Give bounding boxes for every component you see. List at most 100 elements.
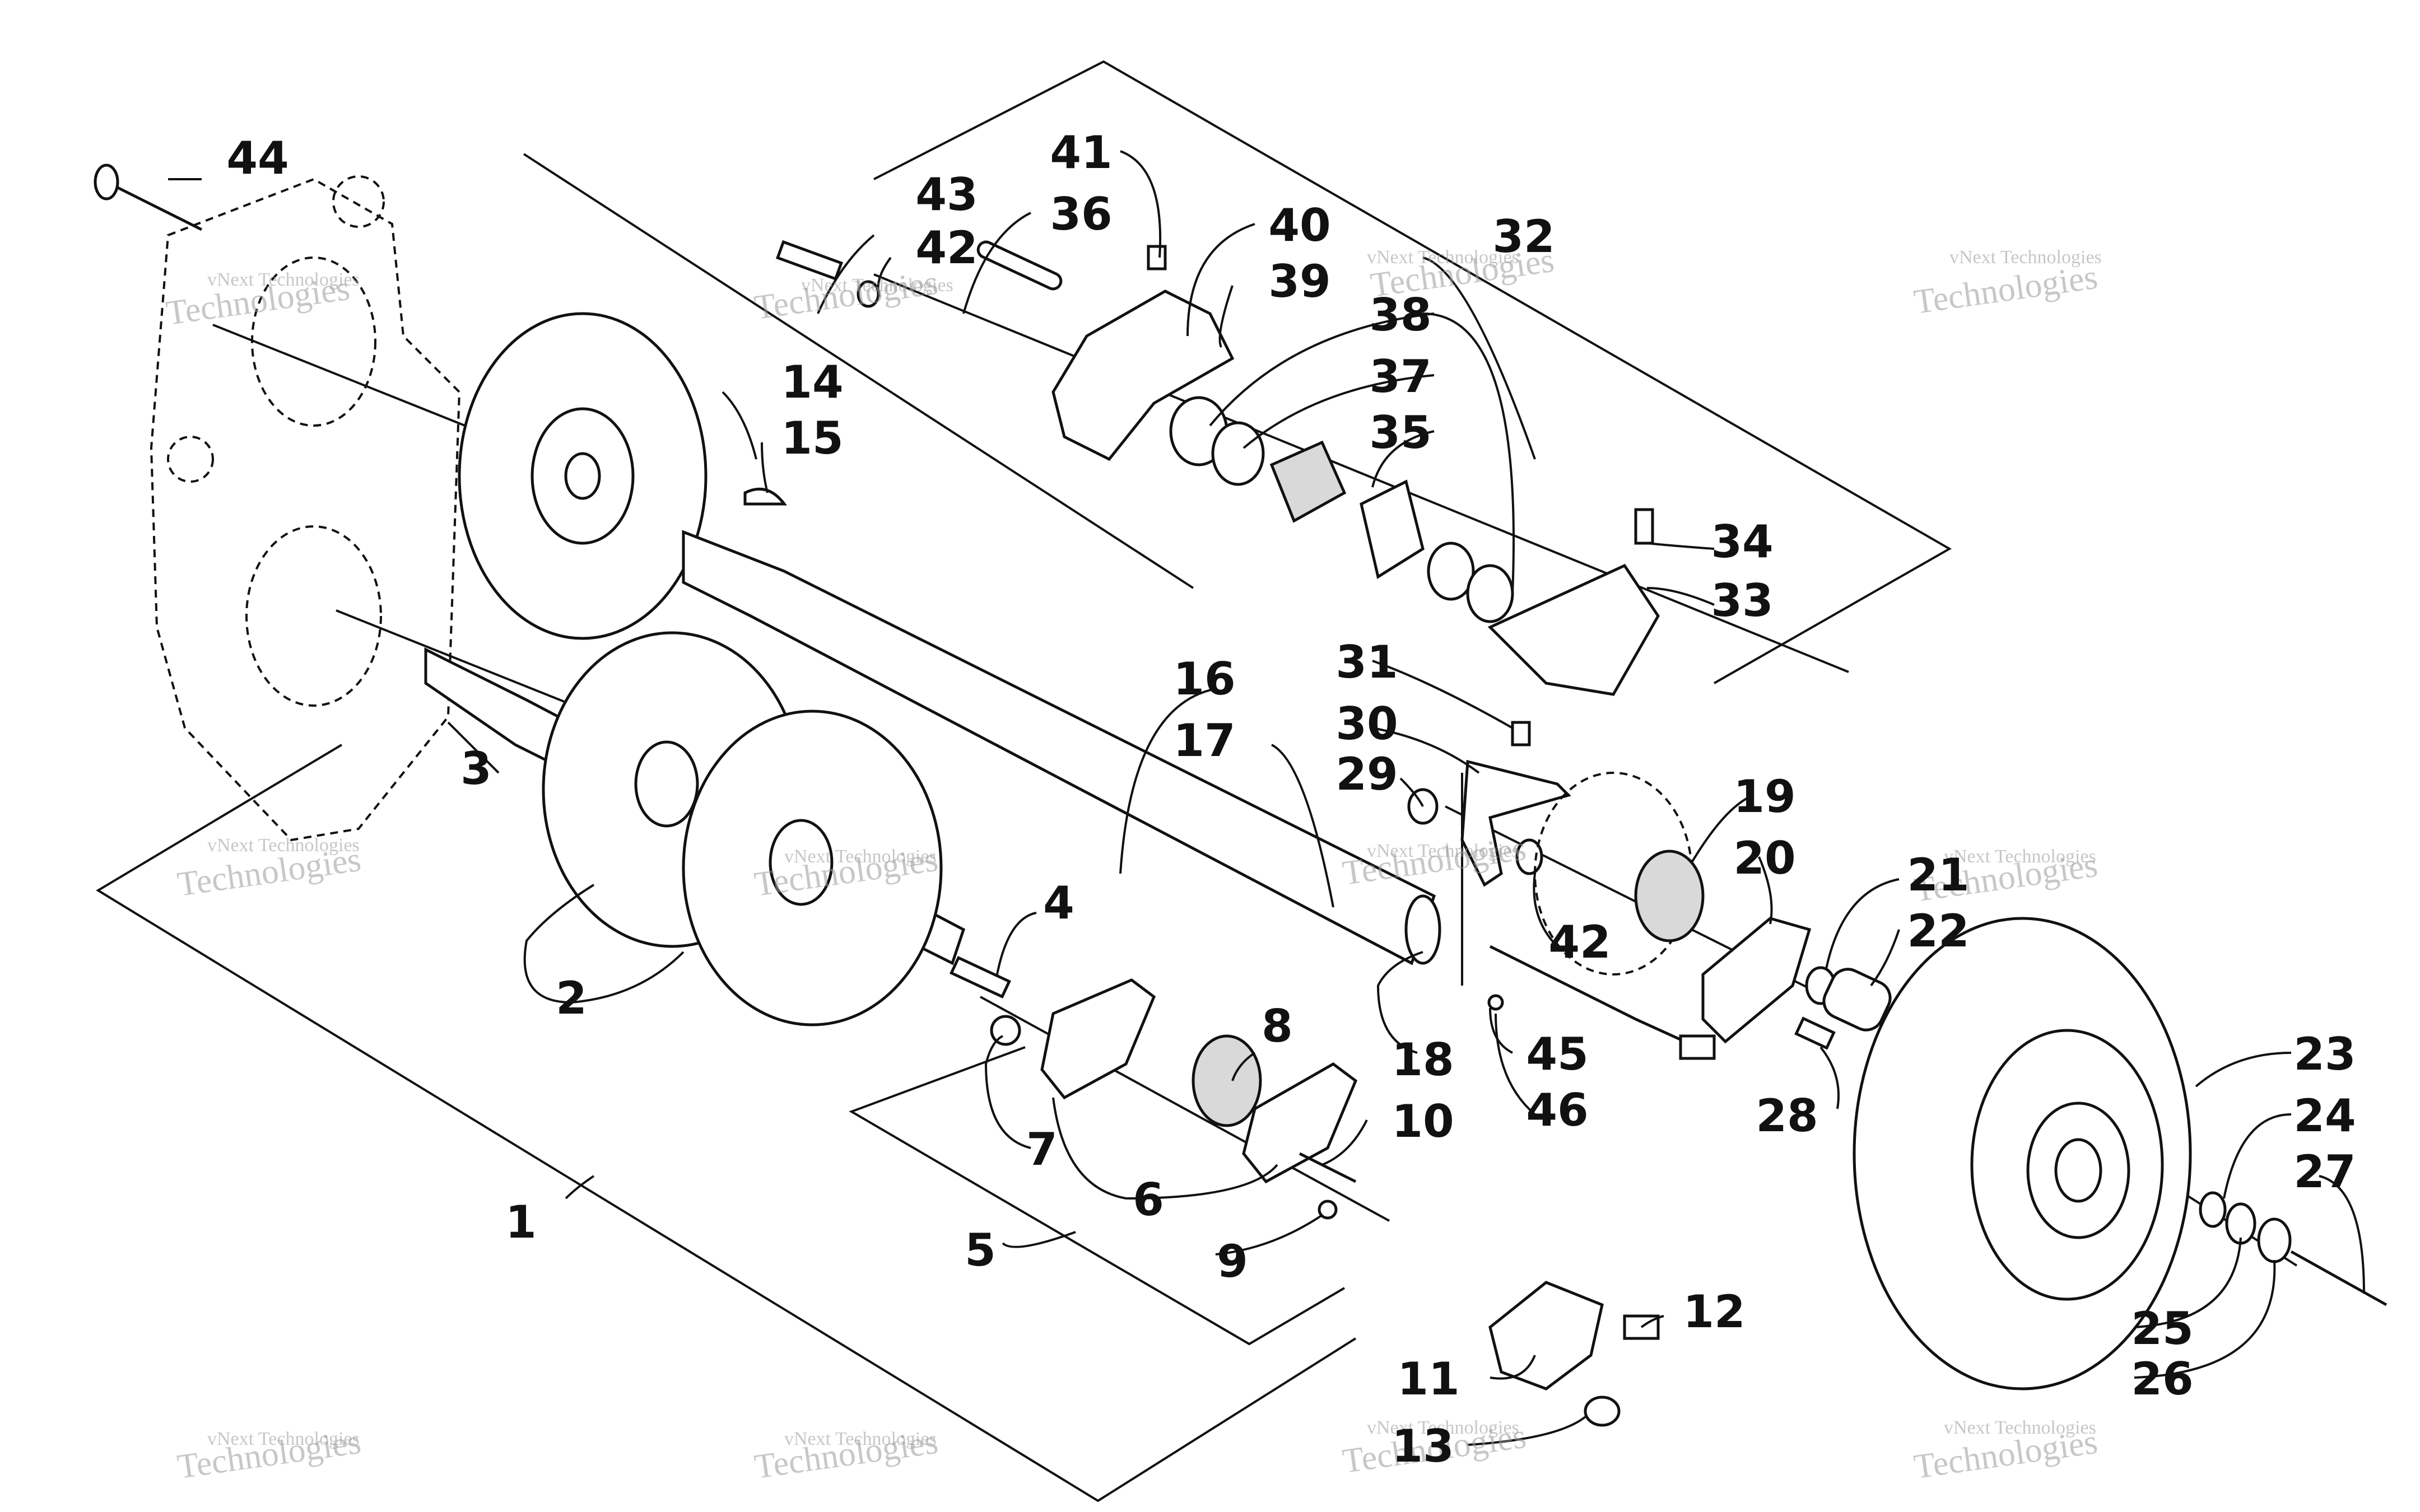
watermark-text: vNext Technologies	[1367, 247, 1519, 268]
woodruff-key	[743, 487, 788, 506]
leader-lines	[168, 150, 2365, 1446]
pin-36	[976, 240, 1063, 291]
callout-39: 39	[1268, 255, 1330, 307]
callout-40: 40	[1268, 199, 1330, 251]
caliper-axis-line	[873, 273, 1849, 673]
bearing-19	[1634, 850, 1705, 942]
callout-17: 17	[1173, 715, 1235, 767]
bearing-8	[1192, 1034, 1262, 1127]
callout-29: 29	[1335, 748, 1398, 800]
callout-44: 44	[226, 132, 288, 184]
callout-30: 30	[1335, 698, 1398, 750]
nipple-41	[1147, 245, 1167, 270]
callout-12: 12	[1683, 1286, 1745, 1338]
flange-6-right	[1242, 1062, 1358, 1184]
callout-10: 10	[1392, 1095, 1454, 1147]
callout-11: 11	[1397, 1353, 1459, 1405]
callout-6: 6	[1133, 1174, 1164, 1226]
watermark-text: vNext Technologies	[207, 1429, 360, 1449]
callout-25: 25	[2131, 1303, 2193, 1355]
washer-26	[2257, 1217, 2292, 1263]
watermark-text: vNext Technologies	[1949, 247, 2102, 268]
watermark-text: Technologies	[1340, 829, 1528, 893]
brake-pad-2	[1360, 479, 1425, 579]
bolt-44	[94, 164, 203, 231]
callout-4: 4	[1043, 877, 1074, 929]
piston-37	[1211, 421, 1265, 486]
sensor-bracket-30	[1460, 759, 1571, 887]
callout-32: 32	[1492, 211, 1555, 263]
bleeder-34	[1634, 508, 1654, 545]
callout-13: 13	[1392, 1420, 1454, 1472]
bolt-43	[775, 240, 844, 281]
callout-16: 16	[1173, 653, 1235, 705]
watermark-text: vNext Technologies	[1367, 1417, 1519, 1438]
screw-31	[1511, 721, 1531, 746]
bolt-27	[2290, 1250, 2388, 1306]
watermark-text: vNext Technologies	[801, 275, 953, 296]
callout-28: 28	[1756, 1090, 1818, 1142]
callout-42-top: 42	[915, 222, 978, 274]
callout-36: 36	[1050, 188, 1112, 240]
screw-46	[1487, 994, 1504, 1011]
callout-37: 37	[1369, 351, 1431, 403]
drive-shaft	[424, 631, 966, 1026]
seal-35	[1466, 564, 1514, 623]
callout-20: 20	[1733, 832, 1795, 884]
callout-9: 9	[1217, 1235, 1248, 1287]
group-frames	[96, 60, 1952, 1502]
sensor-connector	[1679, 1034, 1716, 1060]
callout-2: 2	[556, 972, 587, 1024]
driven-pulley-23	[1853, 917, 2192, 1390]
flange-6-left	[1040, 978, 1156, 1100]
callout-26: 26	[2131, 1353, 2193, 1405]
frame-group-32	[873, 60, 1952, 684]
stub-4	[950, 955, 1011, 999]
brake-shaft	[682, 530, 1441, 965]
watermark-text: vNext Technologies	[784, 1429, 937, 1449]
callout-1: 1	[505, 1196, 537, 1248]
frame-group-1-lower	[96, 744, 1357, 1502]
callout-22: 22	[1907, 905, 1969, 957]
callout-34: 34	[1711, 516, 1773, 568]
watermark-text: vNext Technologies	[1367, 841, 1519, 861]
watermark-text: vNext Technologies	[784, 846, 937, 867]
washer-42-mid	[1515, 838, 1543, 875]
brake-disc	[458, 312, 708, 640]
watermark-text: vNext Technologies	[207, 835, 360, 856]
nut-9	[1318, 1200, 1338, 1220]
chaincase-housing	[150, 175, 461, 842]
callout-45: 45	[1526, 1028, 1588, 1080]
callout-19: 19	[1733, 771, 1795, 823]
callout-8: 8	[1262, 1000, 1293, 1052]
callout-21: 21	[1907, 849, 1969, 901]
callout-24: 24	[2293, 1090, 2356, 1142]
callout-41: 41	[1050, 127, 1112, 179]
watermark-text: vNext Technologies	[207, 269, 360, 290]
brake-pad-1	[1269, 440, 1347, 523]
callout-31: 31	[1335, 636, 1398, 688]
callout-3: 3	[460, 743, 492, 795]
caliper-housing-33	[1487, 563, 1660, 696]
callout-42-mid: 42	[1548, 916, 1611, 968]
watermarks: vNext Technologies Technologies vNext Te…	[164, 241, 2101, 1486]
frame-group-5	[849, 1046, 1346, 1346]
callout-14: 14	[781, 356, 843, 408]
callout-35: 35	[1369, 407, 1431, 459]
callout-27: 27	[2293, 1146, 2356, 1198]
watermark-text: Technologies	[752, 264, 940, 327]
callout-5: 5	[965, 1224, 996, 1276]
spacer-22	[1822, 968, 1892, 1032]
bolt-28	[1794, 1016, 1836, 1050]
watermark-text: vNext Technologies	[1944, 1417, 2096, 1438]
callout-38: 38	[1369, 289, 1431, 341]
callout-15: 15	[781, 412, 843, 464]
callout-33: 33	[1711, 575, 1773, 627]
pin-10	[1299, 1152, 1357, 1183]
watermark-text: vNext Technologies	[1944, 846, 2096, 867]
flange-20	[1701, 917, 1812, 1044]
speed-sensor-45	[1489, 945, 1698, 1049]
callout-46: 46	[1526, 1084, 1588, 1136]
callout-43: 43	[915, 169, 978, 221]
